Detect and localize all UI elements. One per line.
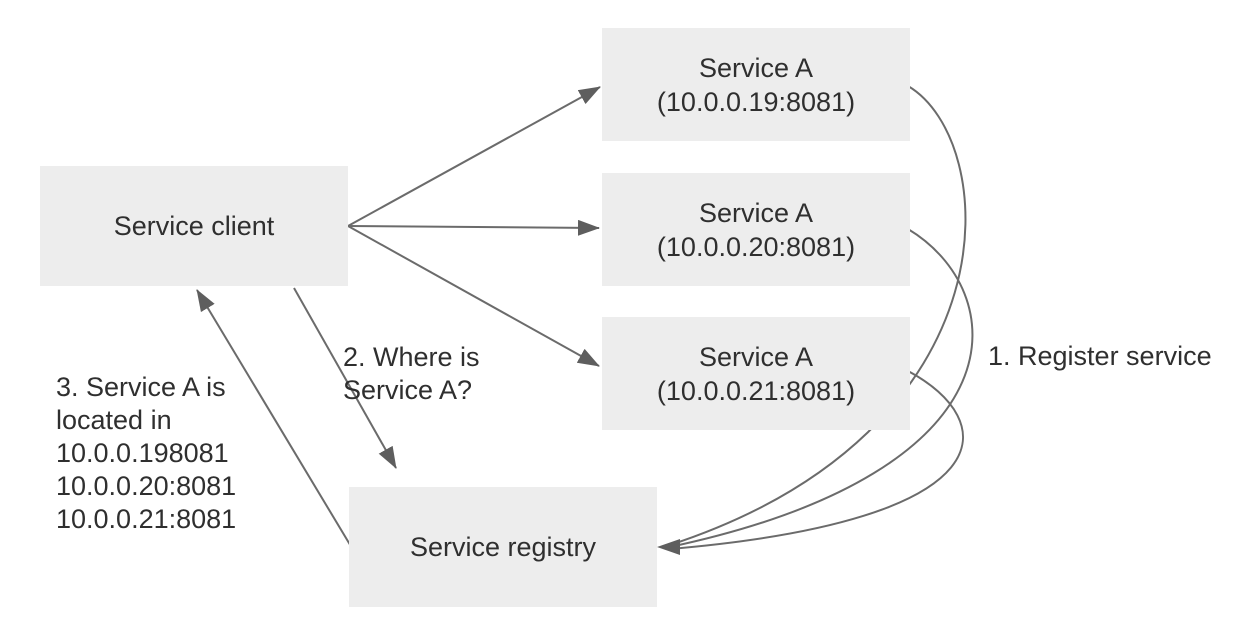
label-register-service-text: 1. Register service: [988, 341, 1212, 371]
label-response-line-5: 10.0.0.21:8081: [56, 504, 237, 534]
arrow-register-service-a-2: [669, 228, 974, 548]
node-service-client-label: Service client: [113, 211, 275, 241]
label-query-line-1: 2. Where is: [343, 342, 480, 372]
arrow-client-to-service-a-2: [347, 219, 600, 236]
label-query-line-2: Service A?: [343, 375, 473, 405]
node-service-a-1-address: (10.0.0.19:8081): [656, 86, 856, 117]
node-service-a-2-address: (10.0.0.20:8081): [656, 231, 856, 262]
label-response-line-1: 3. Service A is: [56, 372, 226, 402]
arrow-client-to-service-a-1: [347, 86, 601, 227]
label-register-service: 1. Register service: [988, 340, 1212, 373]
arrow-register-service-a-3: [669, 370, 964, 550]
label-response-line-3: 10.0.0.198081: [56, 438, 229, 468]
label-where-is-service-a: 2. Where is Service A?: [343, 341, 480, 407]
node-service-registry: Service registry: [349, 487, 657, 607]
node-service-a-3-address: (10.0.0.21:8081): [656, 375, 856, 406]
label-response-line-2: located in: [56, 405, 172, 435]
node-service-a-2-title: Service A: [698, 197, 814, 228]
arrow-client-to-registry-query: [293, 287, 397, 469]
arrow-client-to-service-a-3: [347, 225, 600, 367]
node-service-a-2: Service A (10.0.0.20:8081): [602, 173, 910, 286]
register-arrowhead: [657, 539, 680, 555]
arrow-register-service-a-1: [669, 85, 967, 546]
node-service-registry-label: Service registry: [409, 532, 597, 562]
node-service-client: Service client: [40, 166, 348, 286]
node-service-a-3: Service A (10.0.0.21:8081): [602, 317, 910, 430]
label-response-line-4: 10.0.0.20:8081: [56, 471, 237, 501]
node-service-a-1-title: Service A: [698, 52, 814, 83]
label-service-a-located: 3. Service A is located in 10.0.0.198081…: [56, 371, 236, 536]
node-service-a-3-title: Service A: [698, 341, 814, 372]
arrow-registry-to-client-response: [196, 289, 353, 549]
node-service-a-1: Service A (10.0.0.19:8081): [602, 28, 910, 141]
